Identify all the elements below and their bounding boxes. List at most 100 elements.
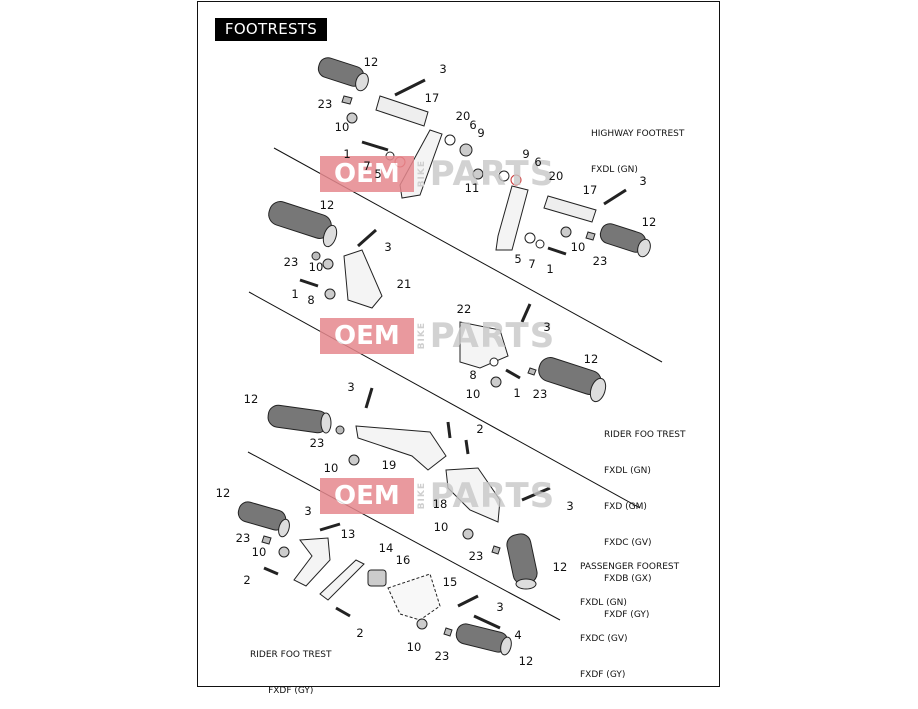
callout-number: 10: [406, 640, 422, 654]
section-label-line: RIDER FOO TREST: [604, 430, 686, 440]
watermark-2: OEM BIKE PARTS: [320, 316, 556, 356]
callout-number: 9: [477, 126, 485, 140]
bolt-3-b: [603, 188, 627, 206]
section-label-passenger: PASSENGER FOOREST FXDL (GN) FXDC (GV) FX…: [580, 537, 679, 693]
washer-6-a: [444, 134, 456, 146]
section-label-line: FXDL (GN): [580, 598, 627, 608]
callout-number: 1: [513, 386, 521, 400]
callout-number: 23: [309, 436, 325, 450]
nut-10-h: [416, 618, 428, 630]
callout-number: 12: [319, 198, 335, 212]
callout-number: 10: [433, 520, 449, 534]
section-label-rider-fxdf: RIDER FOO TREST FXDF (GY): [250, 625, 332, 709]
callout-number: 5: [514, 252, 522, 266]
callout-number: 12: [518, 654, 534, 668]
nut-11: [472, 168, 484, 180]
cap-23-d: [527, 367, 537, 376]
divider-line-3: [247, 451, 561, 621]
callout-number: 20: [548, 169, 564, 183]
callout-number: 2: [356, 626, 364, 640]
callout-number: 23: [317, 97, 333, 111]
callout-number: 22: [456, 302, 472, 316]
callout-number: 3: [347, 380, 355, 394]
callout-number: 23: [283, 255, 299, 269]
callout-number: 6: [534, 155, 542, 169]
nut-9-a: [459, 143, 473, 157]
bolt-1-a: [361, 140, 389, 152]
bracket-13: [293, 537, 331, 587]
callout-number: 19: [381, 458, 397, 472]
callout-number: 8: [307, 293, 315, 307]
cap-23-a: [341, 95, 353, 105]
bolt-1-d: [505, 368, 521, 380]
section-label-line: FXDB (GX): [604, 574, 652, 584]
bolt-2-d: [335, 606, 351, 618]
callout-number: 10: [308, 260, 324, 274]
section-label-line: FXDF (GY): [268, 686, 314, 696]
cap-23-f: [491, 545, 501, 555]
callout-number: 23: [468, 549, 484, 563]
nut-10-g: [278, 546, 290, 558]
callout-number: 17: [424, 91, 440, 105]
callout-number: 10: [251, 545, 267, 559]
washer-9-b: [498, 170, 510, 182]
callout-number: 12: [641, 215, 657, 229]
cap-23-g: [261, 535, 272, 545]
watermark-parts: PARTS: [429, 476, 556, 516]
cap-23-e: [335, 425, 345, 435]
watermark-bike: BIKE: [416, 322, 427, 350]
callout-number: 12: [363, 55, 379, 69]
section-label-line: HIGHWAY FOOTREST: [591, 129, 685, 139]
watermark-oem: OEM: [320, 156, 414, 192]
callout-number: 3: [304, 504, 312, 518]
callout-number: 17: [582, 183, 598, 197]
callout-number: 10: [334, 120, 350, 134]
callout-number: 4: [514, 628, 522, 642]
callout-number: 3: [439, 62, 447, 76]
callout-number: 7: [363, 159, 371, 173]
bolt-2-b: [464, 439, 470, 455]
bolt-3-h: [457, 594, 479, 608]
footpeg-12-d: [538, 357, 607, 403]
diagram-frame: [197, 1, 720, 687]
callout-number: 12: [243, 392, 259, 406]
callout-number: 23: [532, 387, 548, 401]
bolt-3-e: [364, 387, 374, 409]
spacer-16: [367, 569, 387, 587]
footpeg-12-f: [506, 533, 538, 590]
callout-number: 6: [469, 118, 477, 132]
watermark-3: OEM BIKE PARTS: [320, 476, 556, 516]
cap-23-b: [585, 231, 596, 241]
bolt-2-c: [263, 566, 279, 576]
callout-number: 12: [552, 560, 568, 574]
callout-number: 1: [291, 287, 299, 301]
section-label-highway: HIGHWAY FOOTREST FXDL (GN): [591, 104, 684, 188]
callout-number: 11: [464, 181, 480, 195]
bolt-3-c: [357, 228, 377, 248]
nut-10-d: [490, 376, 502, 388]
section-label-line: FXDC (GV): [604, 538, 652, 548]
section-label-line: PASSENGER FOOREST: [580, 562, 680, 572]
footpeg-12-c: [268, 201, 338, 248]
bolt-3-a: [394, 78, 426, 97]
section-label-line: FXDC (GV): [580, 634, 628, 644]
washer-8-d: [489, 357, 499, 367]
callout-number: 3: [384, 240, 392, 254]
callout-number: 23: [235, 531, 251, 545]
callout-number: 3: [566, 499, 574, 513]
footpeg-12-b: [599, 223, 651, 258]
watermark-bike: BIKE: [416, 160, 427, 188]
bolt-4: [473, 614, 501, 630]
callout-number: 10: [323, 461, 339, 475]
bracket-21: [343, 249, 383, 309]
bracket-18: [445, 467, 501, 523]
watermark-1: OEM BIKE PARTS: [320, 154, 555, 194]
footpeg-12-h: [455, 623, 512, 656]
callout-number: 15: [442, 575, 458, 589]
callout-number: 1: [343, 147, 351, 161]
callout-number: 20: [455, 109, 471, 123]
callout-number: 2: [243, 573, 251, 587]
footpeg-12-a: [317, 57, 369, 92]
watermark-parts: PARTS: [429, 316, 556, 356]
callout-number: 13: [340, 527, 356, 541]
